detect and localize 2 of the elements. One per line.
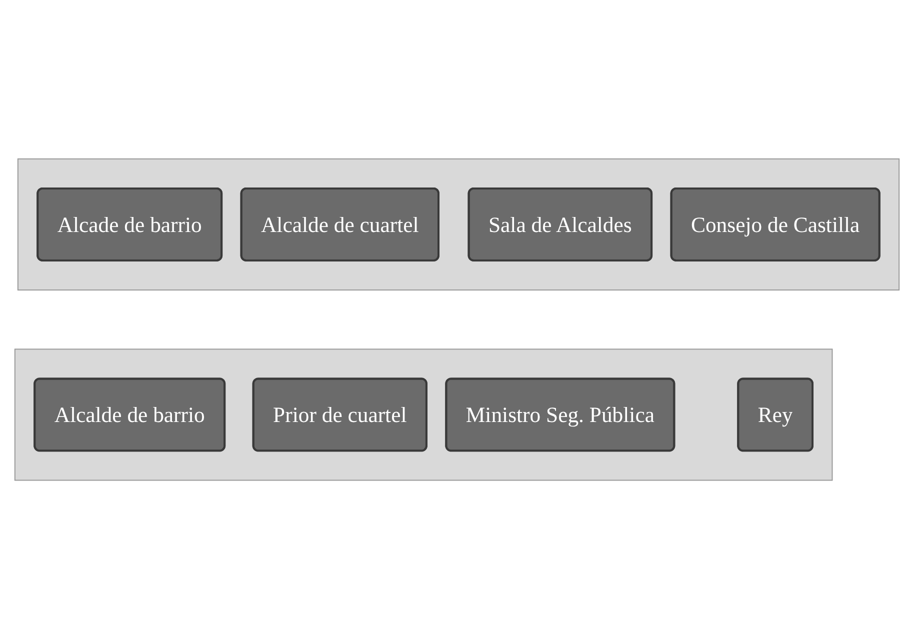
- cluster: [17, 158, 900, 291]
- cluster: [14, 349, 833, 482]
